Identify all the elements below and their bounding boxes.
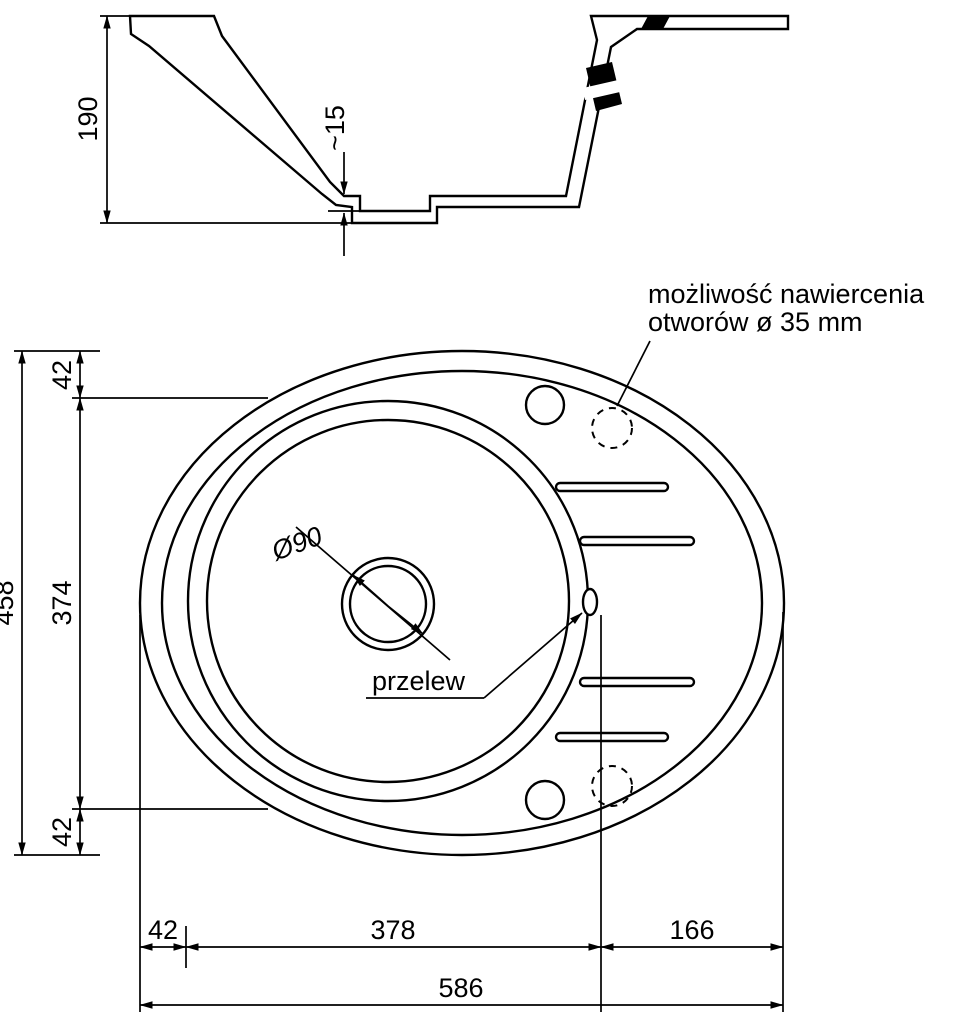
drainboard-groove (554, 731, 670, 743)
dim-label-bowl-width: 378 (370, 915, 415, 945)
drainboard-groove (578, 676, 696, 688)
drainboard-groove (578, 535, 696, 547)
dims-left (14, 350, 268, 856)
dim-label-depth-190: 190 (73, 96, 103, 141)
cross-section-view (128, 14, 790, 225)
tap-hole-bottom (524, 779, 566, 821)
dim-label-bowl-span: 374 (47, 580, 77, 625)
dim-label-left-offset: 42 (148, 915, 178, 945)
dim-section-depth (100, 15, 354, 224)
dim-label-overall-width: 586 (438, 973, 483, 1003)
drain-inner-circle (348, 564, 428, 644)
drill-note-line1: możliwość nawiercenia (648, 279, 925, 309)
arrow-line (387, 605, 424, 635)
rim-break-mark (641, 16, 670, 29)
sink-profile-outline (128, 14, 790, 225)
drill-note: możliwość nawiercenia otworów ø 35 mm (616, 279, 925, 407)
top-view (138, 349, 786, 857)
section-break-band (583, 80, 620, 100)
tap-hole-top (524, 384, 566, 426)
dim-label-edge-top: 42 (47, 360, 77, 390)
drain-outer-circle (340, 556, 436, 652)
arrow-line (352, 574, 389, 607)
bowl-inner-circle (205, 418, 571, 784)
dim-label-right-offset: 166 (669, 915, 714, 945)
bowl-outer-circle (186, 399, 590, 803)
dim-label-drain-diameter: Ø90 (267, 521, 326, 567)
dim-label-recess-15: ~15 (320, 105, 350, 151)
overflow-mark (581, 587, 599, 617)
overflow-callout (366, 612, 583, 699)
drill-note-line2: otworów ø 35 mm (648, 307, 863, 337)
sink-outline-outer (138, 349, 786, 857)
dim-drain-diameter (295, 526, 451, 661)
leader-line (616, 340, 651, 407)
sink-outline-inner (160, 369, 764, 837)
drainboard-groove (554, 481, 670, 493)
dims-bottom (139, 612, 784, 1012)
dim-label-edge-bottom: 42 (47, 817, 77, 847)
dim-label-overall-height: 458 (0, 580, 19, 625)
dim-recess-depth (328, 152, 362, 256)
leader-line (483, 612, 583, 699)
optional-hole-top-dashed (591, 407, 633, 449)
optional-hole-bottom-dashed (591, 765, 633, 807)
overflow-label: przelew (372, 666, 466, 696)
